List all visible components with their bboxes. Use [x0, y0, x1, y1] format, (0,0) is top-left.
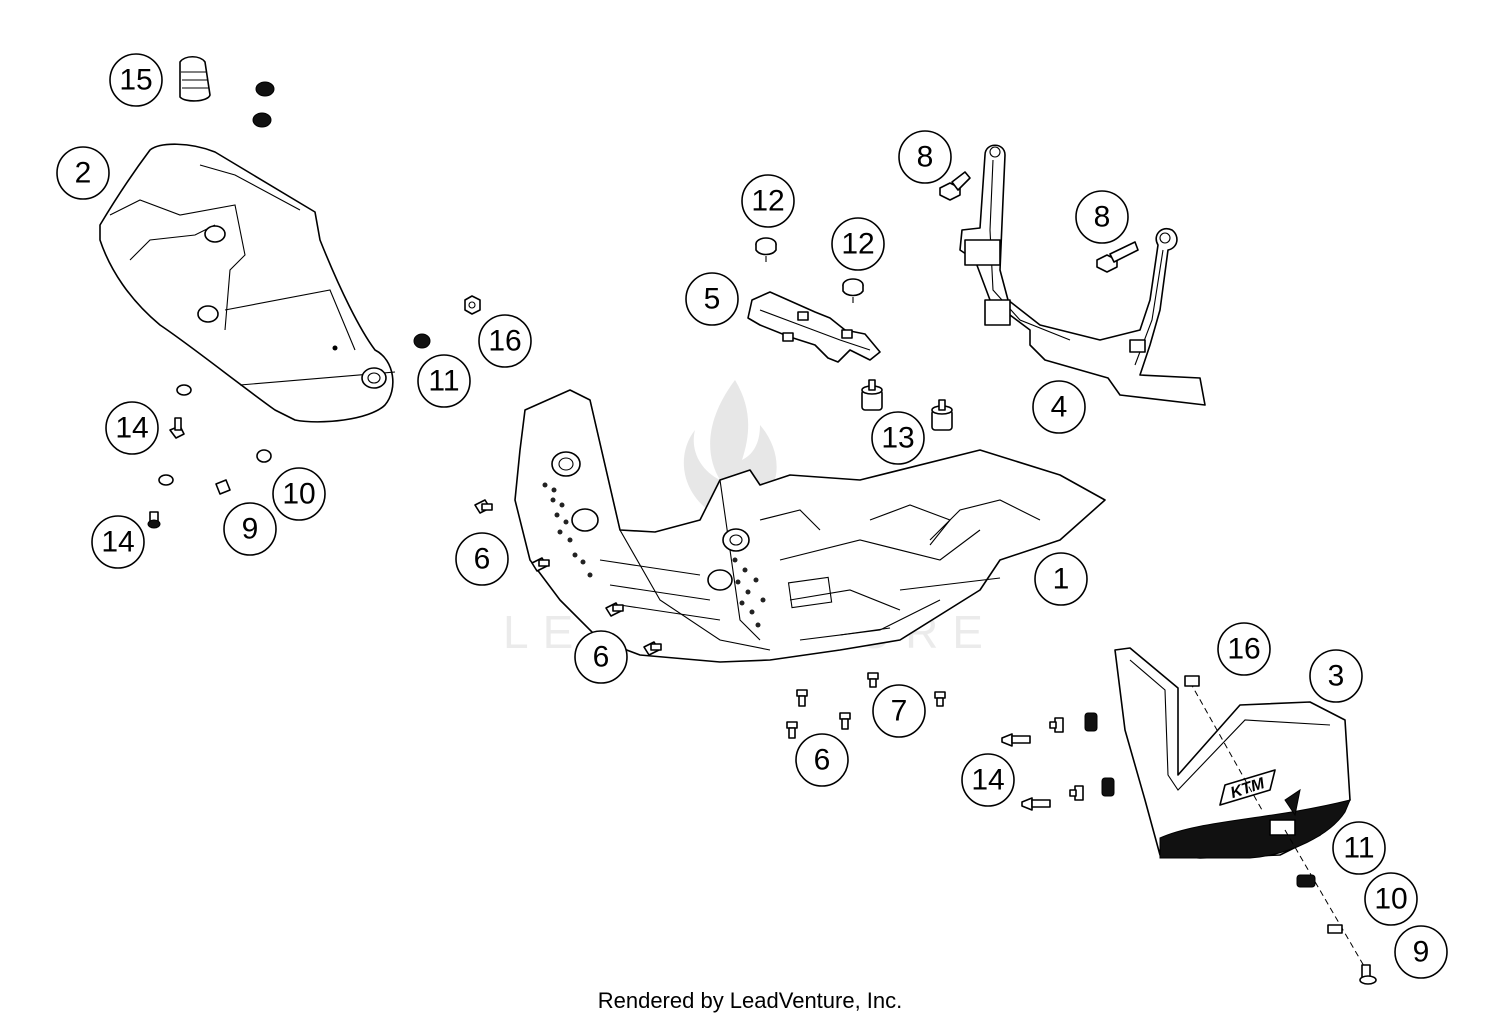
- callout-label: 14: [101, 526, 134, 559]
- rubber-boot-part: [179, 55, 275, 128]
- fasteners-left: [147, 295, 481, 529]
- callout-label: 13: [881, 422, 914, 455]
- callout-12: 12: [741, 174, 795, 228]
- callout-11: 11: [1332, 821, 1386, 875]
- callout-6: 6: [574, 630, 628, 684]
- callout-label: 16: [1227, 633, 1260, 666]
- callout-14: 14: [961, 753, 1015, 807]
- callout-label: 6: [593, 641, 610, 674]
- callout-label: 1: [1053, 563, 1070, 596]
- callout-label: 8: [1094, 201, 1111, 234]
- callout-14: 14: [105, 401, 159, 455]
- callout-label: 12: [751, 185, 784, 218]
- callout-4: 4: [1032, 380, 1086, 434]
- callout-label: 9: [1413, 936, 1430, 969]
- callout-label: 7: [891, 695, 908, 728]
- callout-label: 14: [971, 764, 1004, 797]
- callout-label: 4: [1051, 391, 1068, 424]
- callout-label: 16: [488, 325, 521, 358]
- callout-11: 11: [417, 354, 471, 408]
- callout-16: 16: [1217, 622, 1271, 676]
- callout-label: 5: [704, 283, 721, 316]
- dampers-part: [861, 379, 953, 431]
- callout-16: 16: [478, 314, 532, 368]
- callout-label: 15: [119, 64, 152, 97]
- callout-label: 3: [1328, 660, 1345, 693]
- grommets-part: [755, 237, 864, 303]
- callout-label: 6: [474, 543, 491, 576]
- callout-label: 14: [115, 412, 148, 445]
- callout-label: 9: [242, 513, 259, 546]
- skid-plate-part: [514, 389, 1106, 663]
- callout-3: 3: [1309, 649, 1363, 703]
- callout-8: 8: [1075, 190, 1129, 244]
- callout-label: 2: [75, 157, 92, 190]
- callout-9: 9: [223, 502, 277, 556]
- screws-7-part: [867, 672, 946, 707]
- callout-label: 10: [282, 478, 315, 511]
- callout-14: 14: [91, 515, 145, 569]
- callout-13: 13: [871, 411, 925, 465]
- screws-6-part: [474, 499, 851, 739]
- callout-7: 7: [872, 684, 926, 738]
- callout-label: 11: [1343, 832, 1374, 865]
- side-guard-fasteners: [1001, 675, 1377, 986]
- side-guard-part: KTM: [1114, 647, 1351, 859]
- callout-8: 8: [898, 130, 952, 184]
- callout-15: 15: [109, 53, 163, 107]
- callout-label: 10: [1374, 883, 1407, 916]
- callout-10: 10: [1364, 872, 1418, 926]
- front-guard-part: [99, 143, 396, 423]
- callout-label: 6: [814, 744, 831, 777]
- callout-5: 5: [685, 272, 739, 326]
- bracket-part: [747, 291, 881, 363]
- frame-bar-part: [959, 144, 1206, 406]
- callout-6: 6: [455, 532, 509, 586]
- callout-9: 9: [1394, 925, 1448, 979]
- callout-6: 6: [795, 733, 849, 787]
- bolts-8-part: [939, 171, 1139, 273]
- callout-1: 1: [1034, 552, 1088, 606]
- callout-label: 8: [917, 141, 934, 174]
- callout-label: 12: [841, 228, 874, 261]
- footer-credit: Rendered by LeadVenture, Inc.: [597, 988, 903, 1013]
- callout-label: 11: [428, 365, 459, 398]
- callout-10: 10: [272, 467, 326, 521]
- callout-2: 2: [56, 146, 110, 200]
- callout-12: 12: [831, 217, 885, 271]
